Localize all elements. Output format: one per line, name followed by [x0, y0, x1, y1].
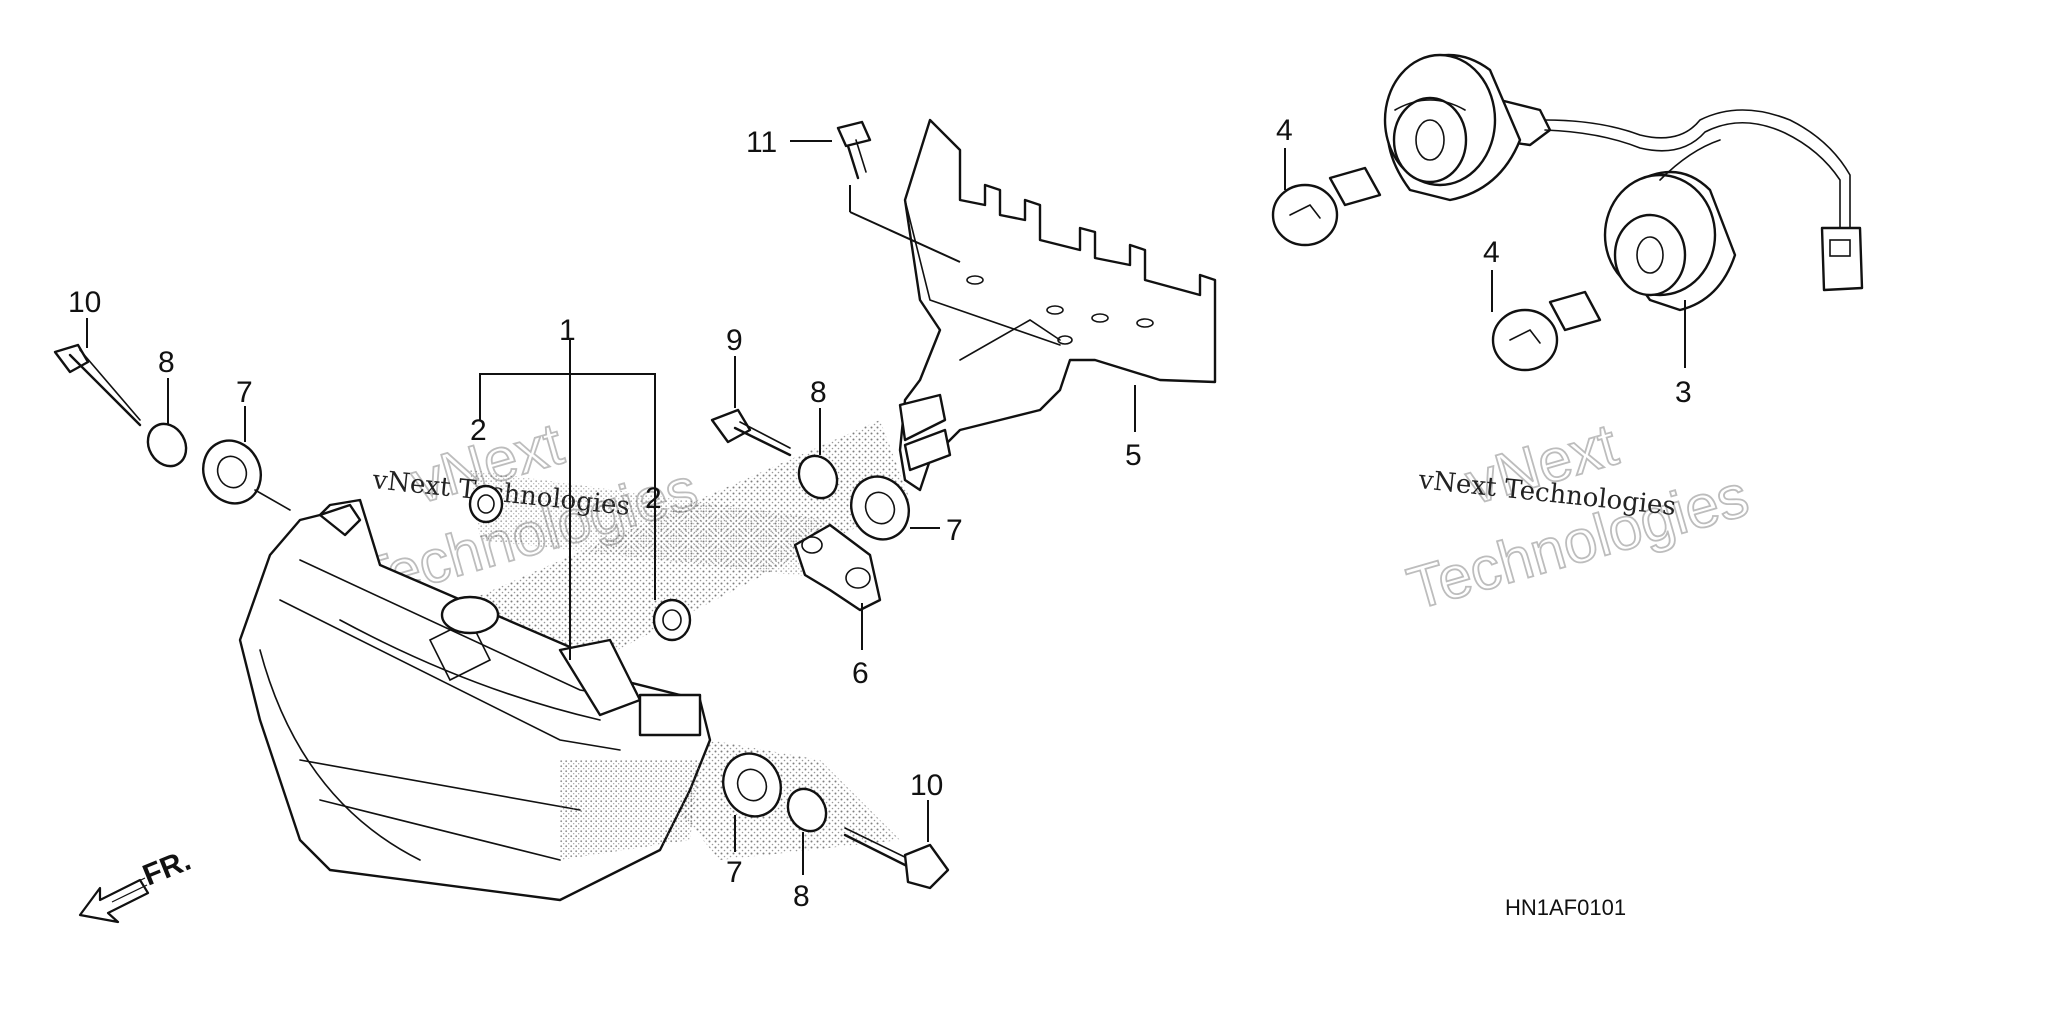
- callout-5: 5: [1125, 439, 1142, 472]
- grommet-7-middle: [850, 475, 910, 541]
- callout-8-middle: 8: [810, 376, 827, 409]
- callout-8-lower: 8: [793, 880, 810, 913]
- grommet-7-upper: [202, 439, 291, 511]
- collar-8-middle: [797, 454, 839, 500]
- bolt-11: [836, 120, 872, 180]
- callout-4-lower: 4: [1483, 236, 1500, 269]
- callout-10-upper: 10: [68, 286, 101, 319]
- callout-7-upper: 7: [236, 376, 253, 409]
- callout-7-middle: 7: [946, 514, 963, 547]
- callout-11: 11: [746, 126, 777, 159]
- headlight-assembly: [238, 498, 712, 902]
- collar-8-upper: [146, 422, 188, 468]
- callout-10-lower: 10: [910, 769, 943, 802]
- callout-4-upper: 4: [1276, 114, 1293, 147]
- grommet-7-lower: [722, 752, 782, 818]
- bolt-9: [710, 408, 792, 457]
- callouts: 1 2 2 3 4 4 5 6 7 7 7 8 8 8 9 10 10 11: [68, 114, 1692, 913]
- callout-2-left: 2: [470, 414, 487, 447]
- bolt-10-upper: [53, 343, 142, 427]
- nut-bracket-6: [793, 523, 882, 612]
- grommet-2-lower: [652, 598, 692, 642]
- callout-9: 9: [726, 324, 743, 357]
- bulb-upper: [1271, 166, 1382, 247]
- front-direction-label: FR.: [138, 844, 195, 893]
- grommet-2-upper: [468, 484, 504, 524]
- bolt-10-lower: [843, 827, 950, 890]
- bulb-lower: [1491, 290, 1602, 372]
- socket-harness: [1383, 53, 1864, 312]
- front-direction-arrow: FR.: [78, 844, 195, 924]
- leader-lines: [86, 140, 1686, 875]
- callout-6: 6: [852, 657, 869, 690]
- callout-1: 1: [559, 314, 576, 347]
- callout-2-right: 2: [645, 482, 662, 515]
- collar-8-lower: [786, 787, 828, 833]
- callout-3: 3: [1675, 376, 1692, 409]
- callout-7-lower: 7: [726, 856, 743, 889]
- diagram-code: HN1AF0101: [1505, 895, 1626, 920]
- callout-8-upper: 8: [158, 346, 175, 379]
- headlight-bracket: [898, 118, 1217, 492]
